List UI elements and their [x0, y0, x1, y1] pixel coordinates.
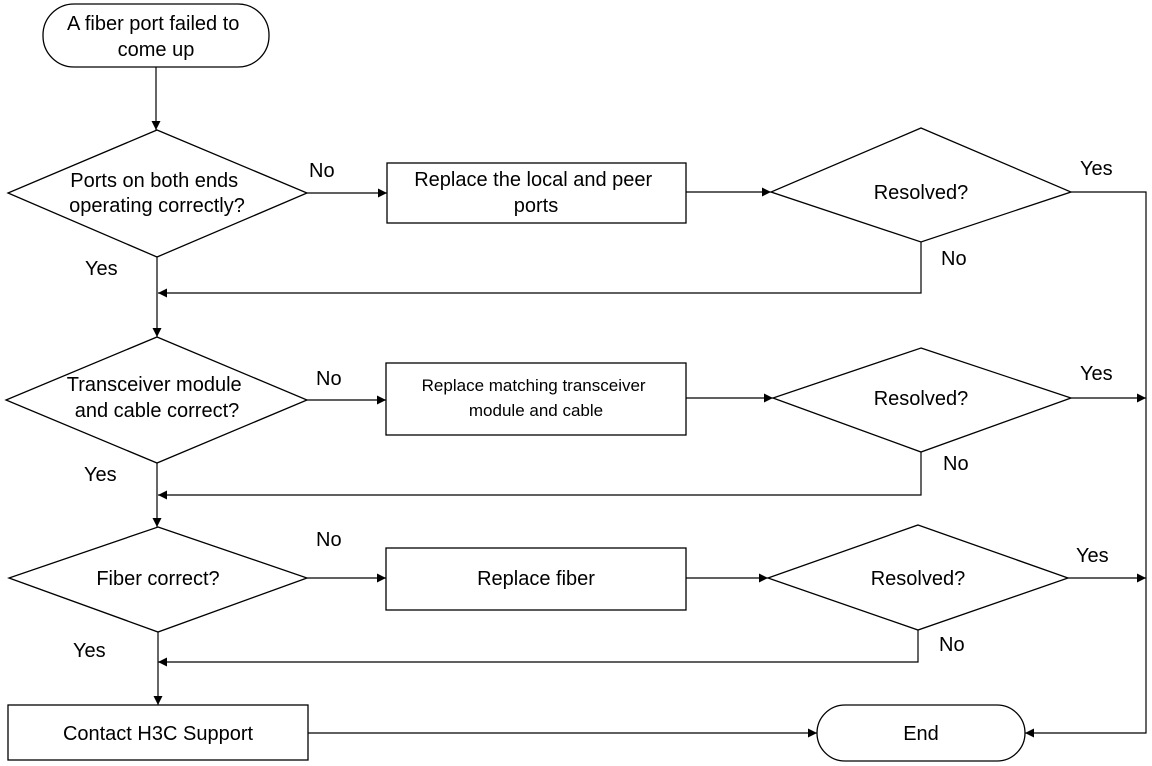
label-r3-yes: Yes — [1076, 545, 1109, 567]
label-d3-no: No — [316, 529, 342, 551]
start-line-1: A fiber port failed to — [67, 13, 239, 35]
decision-resolved-2-label: Resolved? — [874, 388, 969, 410]
label-d3-yes: Yes — [73, 640, 106, 662]
process-contact-support-label: Contact H3C Support — [63, 723, 254, 745]
svg-text:A fiber port failed to com: A fiber port failed to come up — [67, 13, 245, 61]
process-replace-transceiver — [385, 362, 687, 436]
decision-resolved-3-label: Resolved? — [871, 568, 966, 590]
start-line-2: come up — [118, 39, 195, 61]
process-replace-transceiver-line-2: module and cable — [469, 401, 603, 420]
svg-text:Ports on both ends operati: Ports on both ends operating correctly? — [69, 170, 245, 217]
decision-ports-ok-line-2: operating correctly? — [69, 195, 245, 217]
process-replace-ports-line-1: Replace the local and peer — [414, 169, 652, 191]
process-replace-ports-line-2: ports — [514, 195, 558, 217]
label-d1-yes: Yes — [85, 258, 118, 280]
process-replace-fiber-label: Replace fiber — [477, 568, 595, 590]
edge-r1-yes — [1025, 191, 1147, 738]
label-d1-no: No — [309, 160, 335, 182]
svg-text:Replace matching transceiver: Replace matching transceiver module and … — [422, 376, 651, 420]
process-replace-fiber — [385, 547, 687, 611]
decision-ports-ok-line-1: Ports on both ends — [70, 170, 238, 192]
edge-r1-no — [158, 242, 922, 298]
label-d2-no: No — [316, 368, 342, 390]
decision-ports-ok — [6, 129, 309, 258]
decision-transceiver-ok-line-2: and cable correct? — [75, 400, 240, 422]
process-replace-transceiver-line-1: Replace matching transceiver — [422, 376, 646, 395]
edge-r3-no — [158, 630, 919, 667]
label-r3-no: No — [939, 634, 965, 656]
process-replace-ports — [386, 162, 687, 224]
edge-r2-no — [158, 452, 922, 500]
label-r1-yes: Yes — [1080, 158, 1113, 180]
label-r1-no: No — [941, 248, 967, 270]
decision-fiber-ok-label: Fiber correct? — [96, 568, 219, 590]
end-terminal-label: End — [903, 723, 939, 745]
decision-resolved-1-label: Resolved? — [874, 182, 969, 204]
label-r2-no: No — [943, 453, 969, 475]
process-contact-support — [7, 704, 309, 761]
svg-text:Replace the local and peer: Replace the local and peer ports — [414, 169, 658, 217]
label-d2-yes: Yes — [84, 464, 117, 486]
svg-text:Transceiver module and cab: Transceiver module and cable correct? — [67, 374, 247, 422]
label-r2-yes: Yes — [1080, 363, 1113, 385]
decision-transceiver-ok-line-1: Transceiver module — [67, 374, 242, 396]
